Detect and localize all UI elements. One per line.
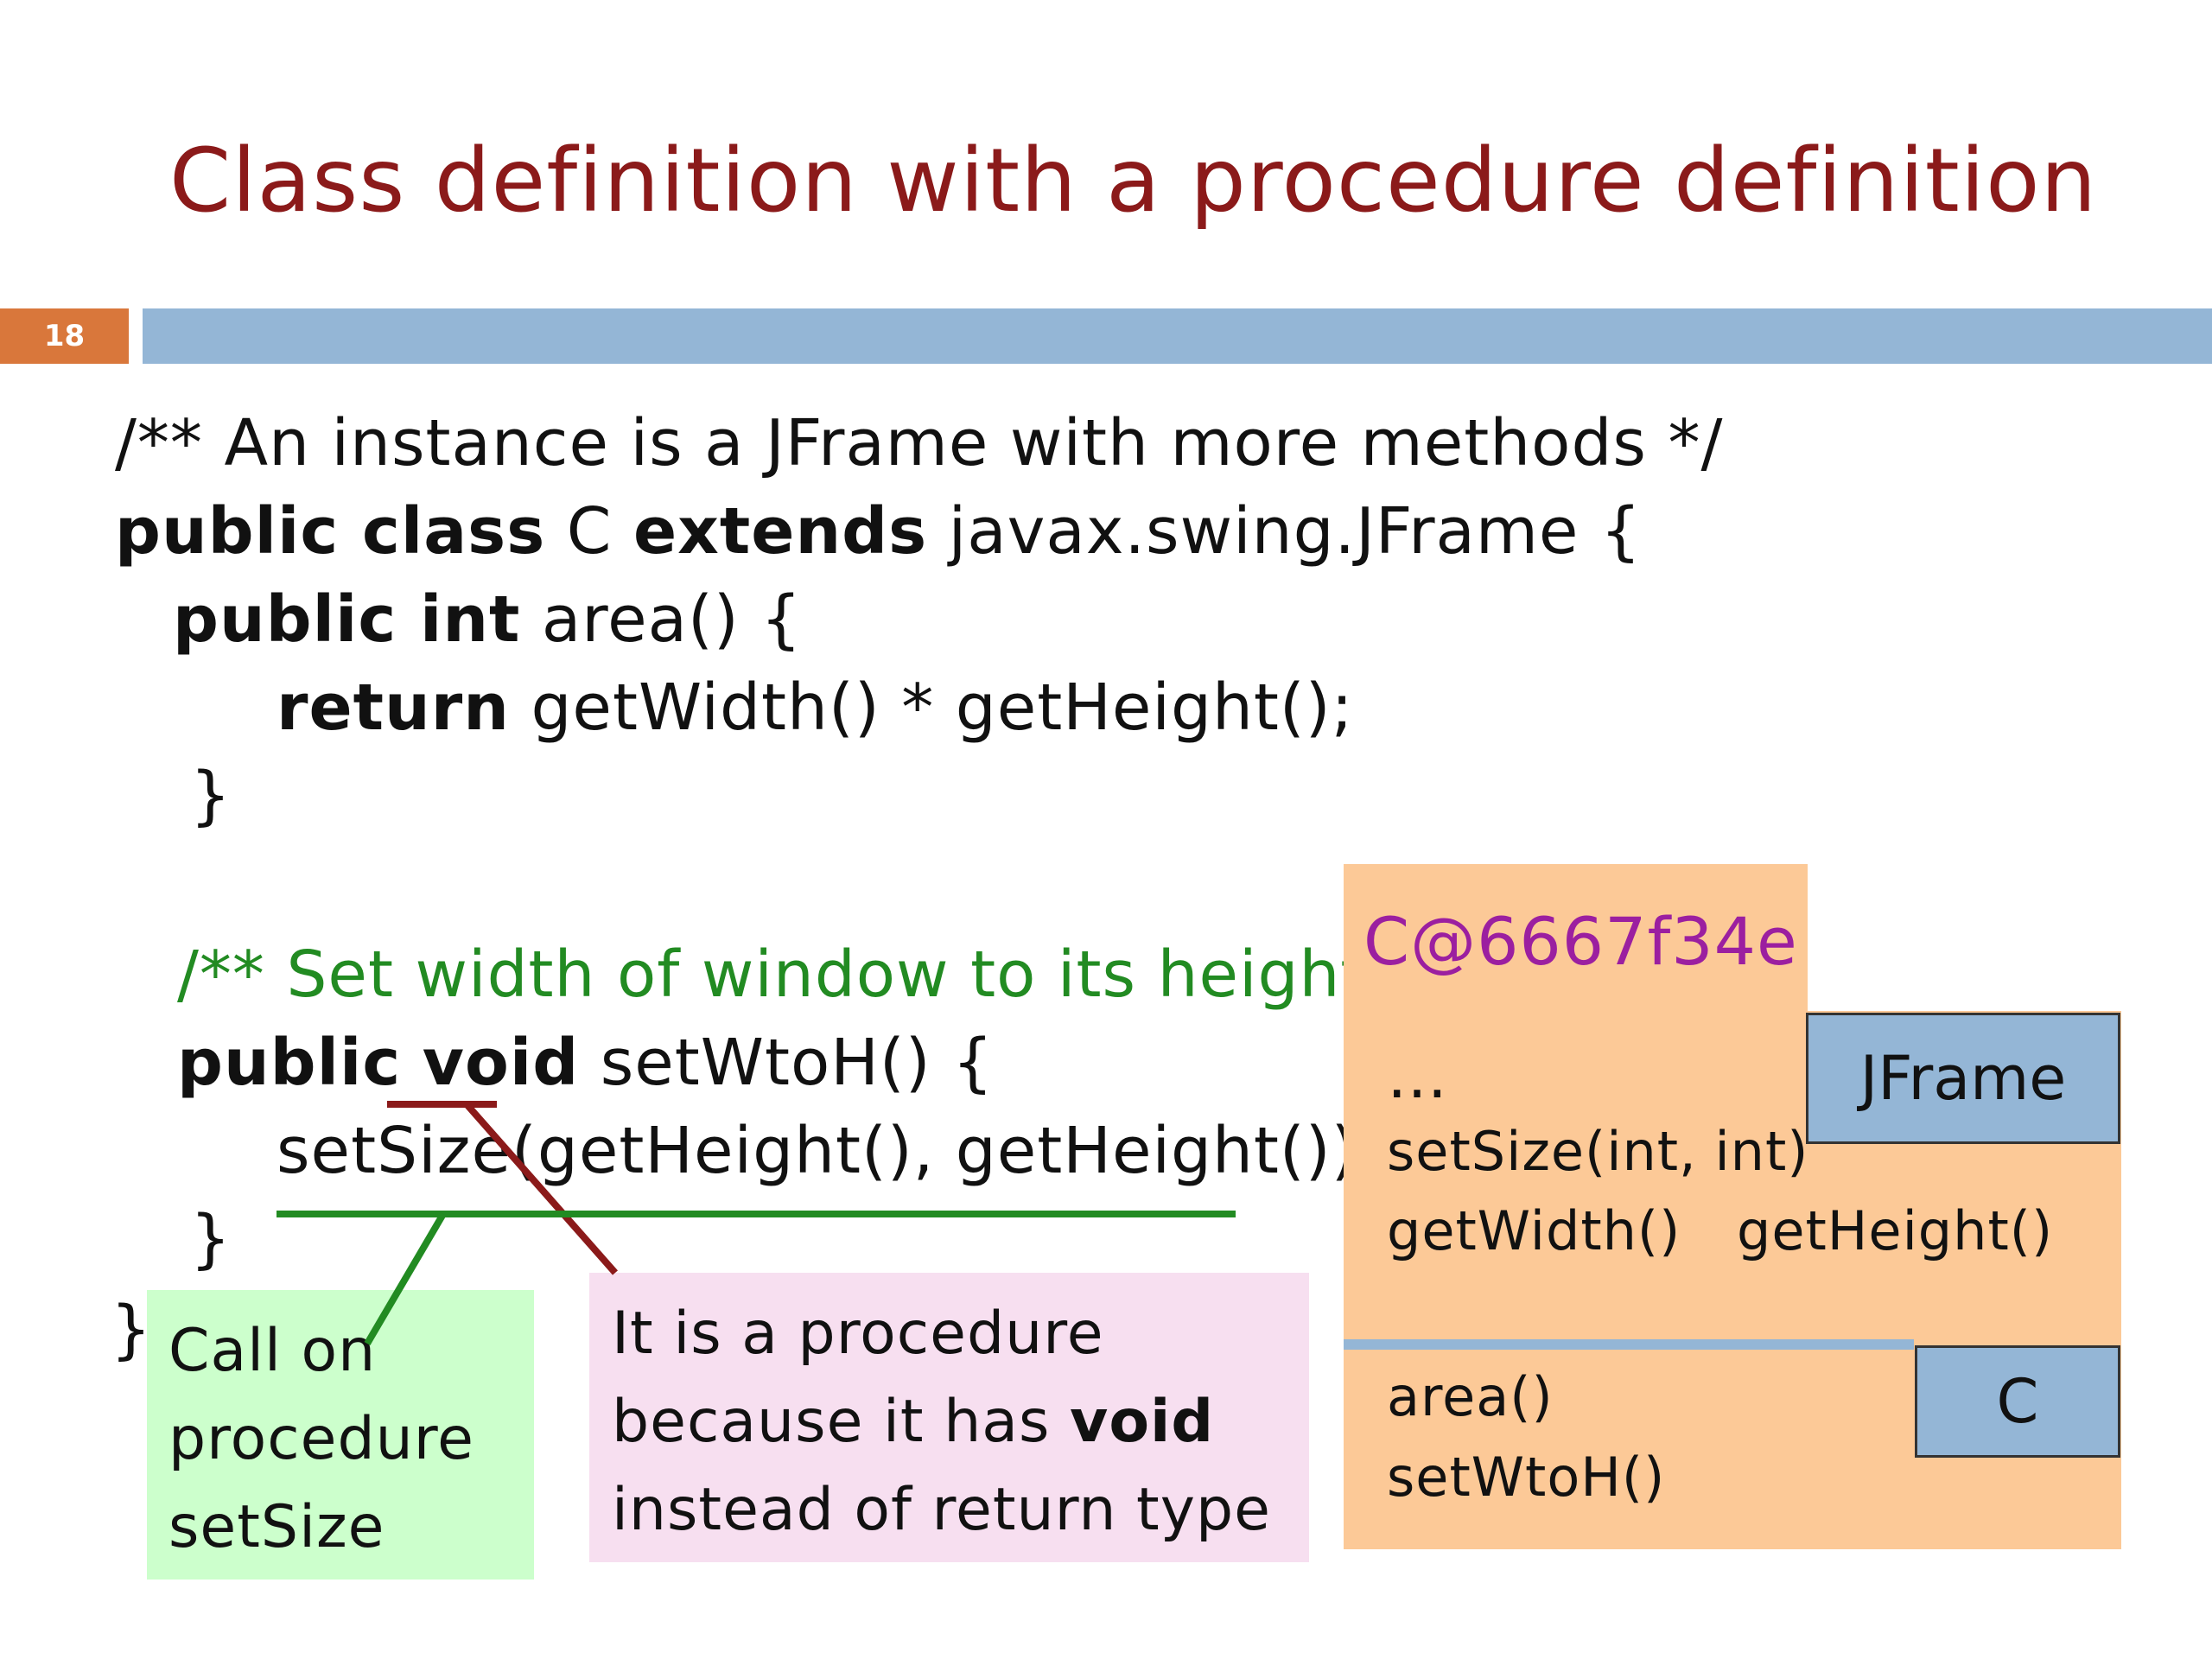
- note-it-is-a-procedure: It is a procedure because it has void in…: [589, 1273, 1309, 1562]
- header-bar: [143, 308, 2212, 364]
- code-line-setwtoh-decl: public void setWtoH() {: [177, 1026, 994, 1100]
- code-line-setwtoh-close: }: [190, 1202, 232, 1276]
- note-pink-line: because it has void: [612, 1388, 1215, 1456]
- superclass-text: javax.swing.JFrame {: [927, 494, 1643, 569]
- setwtoh-signature: setWtoH() {: [579, 1026, 995, 1100]
- note-keyword-void: void: [1070, 1388, 1215, 1456]
- code-line-class-close: }: [111, 1293, 153, 1367]
- keyword-void: void: [422, 1026, 580, 1100]
- keyword-public: public: [177, 1026, 402, 1100]
- method-getheight: getHeight(): [1737, 1199, 2054, 1262]
- note-call-on-procedure: Call on procedure setSize: [147, 1290, 534, 1580]
- note-green-line: Call on: [168, 1317, 377, 1385]
- method-getwidth: getWidth(): [1387, 1199, 1681, 1262]
- code-line-area-decl: public int area() {: [173, 582, 802, 657]
- pink-connector-line: [464, 1102, 618, 1275]
- partition-divider: [1344, 1339, 1914, 1350]
- method-setsize: setSize(int, int): [1387, 1120, 1809, 1183]
- c-partition-tag: C: [1915, 1345, 2120, 1458]
- object-ellipsis: …: [1387, 1041, 1448, 1112]
- object-name: C@6667f34e: [1363, 903, 1798, 980]
- note-green-line: procedure: [168, 1405, 475, 1473]
- note-pink-line: It is a procedure: [612, 1300, 1104, 1368]
- keyword-public-class: public class: [115, 494, 546, 569]
- code-line-setsize-call: setSize(getHeight(), getHeight());: [276, 1114, 1380, 1188]
- slide-number: 18: [0, 308, 129, 364]
- class-name-text: C: [545, 494, 633, 569]
- code-line-return: return getWidth() * getHeight();: [276, 671, 1354, 745]
- area-signature: area() {: [520, 582, 803, 657]
- jframe-partition-tag: JFrame: [1806, 1013, 2120, 1144]
- object-header: [1344, 864, 1808, 1020]
- return-expression: getWidth() * getHeight();: [509, 671, 1354, 745]
- code-line-class-decl: public class C extends javax.swing.JFram…: [115, 494, 1642, 569]
- method-area: area(): [1387, 1365, 1554, 1428]
- keyword-return: return: [276, 671, 510, 745]
- note-pink-line: instead of return type: [612, 1476, 1271, 1544]
- keyword-extends: extends: [632, 494, 928, 569]
- code-line-area-close: }: [190, 759, 232, 833]
- method-setwtoh: setWtoH(): [1387, 1446, 1666, 1509]
- keyword-public-int: public int: [173, 582, 521, 657]
- slide-title: Class definition with a procedure defini…: [169, 130, 2098, 232]
- green-connector-line: [364, 1211, 447, 1346]
- code-line-class-comment: /** An instance is a JFrame with more me…: [115, 406, 1724, 480]
- code-line-setwtoh-comment: /** Set width of window to its height */: [177, 938, 1443, 1012]
- note-green-line: setSize: [168, 1493, 385, 1561]
